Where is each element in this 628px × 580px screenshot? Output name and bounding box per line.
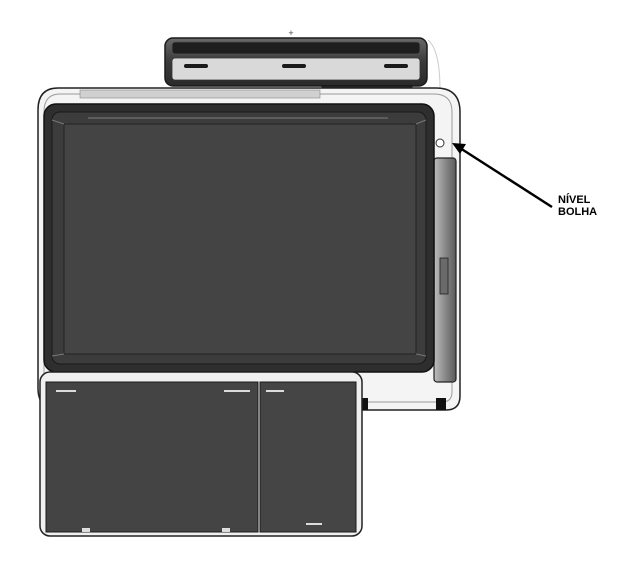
lower-panel-left: [45, 381, 259, 533]
screen-corner-bl: [51, 353, 65, 357]
printer-slot-left: [184, 64, 208, 68]
screen-corner-tl: [51, 119, 65, 125]
printer-module: +: [164, 28, 441, 105]
screen-assembly: [43, 103, 435, 373]
callout-line-2: BOLHA: [558, 206, 598, 218]
callout-label: NÍVEL BOLHA: [558, 194, 597, 218]
base-foot-left: [360, 398, 368, 410]
lower-foot-left: [82, 528, 90, 532]
printer-plus-mark: +: [288, 28, 293, 38]
printer-slot-center: [282, 64, 306, 68]
housing-top-detail: [79, 89, 321, 99]
printer-rear-line: [427, 39, 441, 91]
screen-corner-tr: [415, 119, 427, 125]
printer-front-face: [171, 57, 421, 81]
printer-slot-right: [384, 64, 408, 68]
arrow-icon: [452, 143, 553, 209]
screen-corner-br: [415, 353, 427, 357]
callout-line-1: NÍVEL: [558, 194, 591, 206]
lower-foot-right: [222, 528, 230, 532]
side-tray-notch: [439, 257, 449, 295]
screen-panel: [63, 123, 417, 355]
side-tray-foot: [436, 398, 446, 410]
lower-assembly: [39, 371, 363, 537]
level-bubble-icon: [435, 138, 445, 148]
lower-panel-right: [259, 381, 357, 533]
printer-top-strip: [171, 41, 421, 55]
